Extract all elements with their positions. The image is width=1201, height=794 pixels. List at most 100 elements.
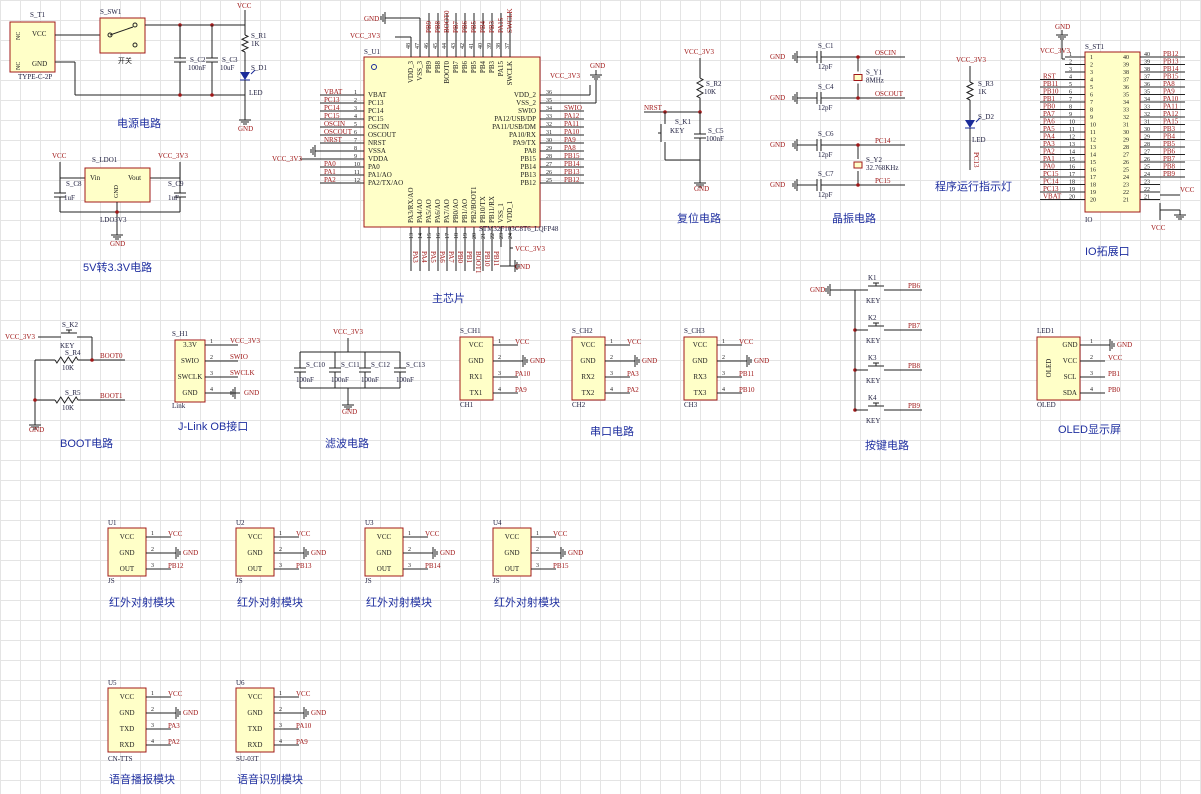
pin-number: 37	[505, 43, 511, 49]
k1-ref: S_K1	[675, 118, 691, 126]
pin-name: RXD	[248, 741, 263, 749]
pin-name: VCC	[1063, 357, 1078, 365]
pin-name: OUT	[505, 565, 520, 573]
jlink-name: Link	[172, 402, 186, 410]
pin-name: PA10/RX	[509, 131, 536, 139]
voice-ref: U6	[236, 679, 245, 687]
pin-name: GND	[247, 709, 262, 717]
net-label: PB11	[739, 370, 755, 378]
led-ray	[975, 117, 981, 123]
key-net: PB8	[908, 362, 921, 370]
io-vcc: VCC	[1180, 186, 1195, 194]
pin-number: 40	[478, 43, 484, 49]
ir-body	[107, 527, 147, 577]
pin-number: 28	[546, 154, 552, 160]
net-label: PB13	[564, 168, 580, 176]
net-label: PA5	[429, 251, 437, 263]
crystal-icon	[853, 161, 863, 169]
jlink-ref: S_H1	[172, 330, 188, 338]
net-label: PB5	[1163, 140, 1176, 148]
net-label: GND	[311, 549, 326, 557]
c5-ref: S_C5	[708, 127, 724, 135]
mcu-ref: S_U1	[364, 48, 380, 56]
net-label: PA2	[324, 176, 336, 184]
pin-number: 2	[1069, 60, 1072, 66]
pin-number: 2	[1090, 63, 1093, 69]
pin-name: PB2/BOOT1	[470, 186, 478, 223]
net-label: NRST	[324, 136, 343, 144]
pin-number: 25	[546, 178, 552, 184]
net-label: PA9	[564, 136, 576, 144]
pin-number: 36	[1123, 85, 1129, 91]
net-label: PA11	[564, 120, 580, 128]
pin-number: 12	[1069, 135, 1075, 141]
c9-val: 1uF	[168, 194, 179, 202]
pin-number: 37	[1144, 75, 1150, 81]
pin-name: PA2/TX/AO	[368, 179, 403, 187]
pin-number: 36	[1144, 82, 1150, 88]
pin-number: 5	[1069, 82, 1072, 88]
net-label: PC14	[1043, 178, 1059, 186]
pin-number: 24	[508, 233, 514, 239]
pin-name: OSCIN	[368, 123, 389, 131]
ir-ref: U2	[236, 519, 245, 527]
ldo-ref: S_LDO1	[92, 156, 118, 164]
ldo-vout: Vout	[128, 174, 141, 182]
jlink-body	[174, 339, 206, 403]
pin-number: 4	[610, 387, 613, 393]
pin-name: VSS_2	[516, 99, 536, 107]
net-label: PB10	[483, 251, 491, 267]
c3-val: 10uF	[220, 64, 235, 72]
pin-number: 1	[354, 90, 357, 96]
pin-number: 20	[472, 233, 478, 239]
net-label: GND	[183, 549, 198, 557]
pin-number: 26	[1123, 160, 1129, 166]
r5-ref: S_R5	[65, 389, 81, 397]
net-label: PB12	[1163, 50, 1179, 58]
resistor-zigzag	[54, 396, 79, 404]
pin-number: 29	[1144, 135, 1150, 141]
net-label: PB15	[553, 562, 569, 570]
pin-number: 22	[490, 233, 496, 239]
net-label: PB14	[1163, 65, 1179, 73]
key-net: PB7	[908, 322, 921, 330]
mcu-right-gnd: GND	[590, 62, 605, 70]
pin-number: 2	[279, 707, 282, 713]
c8-ref: S_C8	[66, 180, 82, 188]
pin-number: 2	[536, 547, 539, 553]
pin-name: PB15	[520, 155, 536, 163]
pin-name: VCC	[505, 533, 520, 541]
pin-number: 3	[1069, 67, 1072, 73]
pin-name: SWCLK	[178, 373, 203, 381]
net-label: PA2	[1043, 148, 1055, 156]
ir-title: 红外对射模块	[366, 595, 432, 609]
pin-number: 18	[1069, 180, 1075, 186]
pin-name: PA1/AO	[368, 171, 392, 179]
title-filter: 滤波电路	[325, 437, 369, 450]
pin-number: 39	[487, 43, 493, 49]
pin-name: PB0/AO	[452, 199, 460, 223]
crystal-gnd: GND	[770, 141, 785, 149]
pin-number: 23	[1123, 183, 1129, 189]
pin-number: 8	[354, 146, 357, 152]
net-label: PB1	[465, 251, 473, 264]
pin1-marker	[371, 64, 377, 70]
pin-number: 19	[1069, 187, 1075, 193]
pin-number: 3	[408, 563, 411, 569]
pin-name: PB8	[434, 61, 442, 74]
pin-number: 20	[1090, 198, 1096, 204]
pin-number: 2	[498, 355, 501, 361]
cap-ref: S_C4	[818, 83, 834, 91]
pin-name: PB7	[452, 61, 460, 74]
pin-name: OUT	[377, 565, 392, 573]
boot1-net: BOOT1	[100, 392, 123, 400]
pin-number: 7	[1069, 97, 1072, 103]
oled-ref: LED1	[1037, 327, 1055, 335]
pin-name: VDDA	[368, 155, 388, 163]
title-power: 电源电路	[117, 116, 161, 130]
pin-name: BOOT0	[443, 61, 451, 84]
sw1-ref: S_SW1	[100, 8, 122, 16]
key-val: KEY	[866, 377, 880, 385]
